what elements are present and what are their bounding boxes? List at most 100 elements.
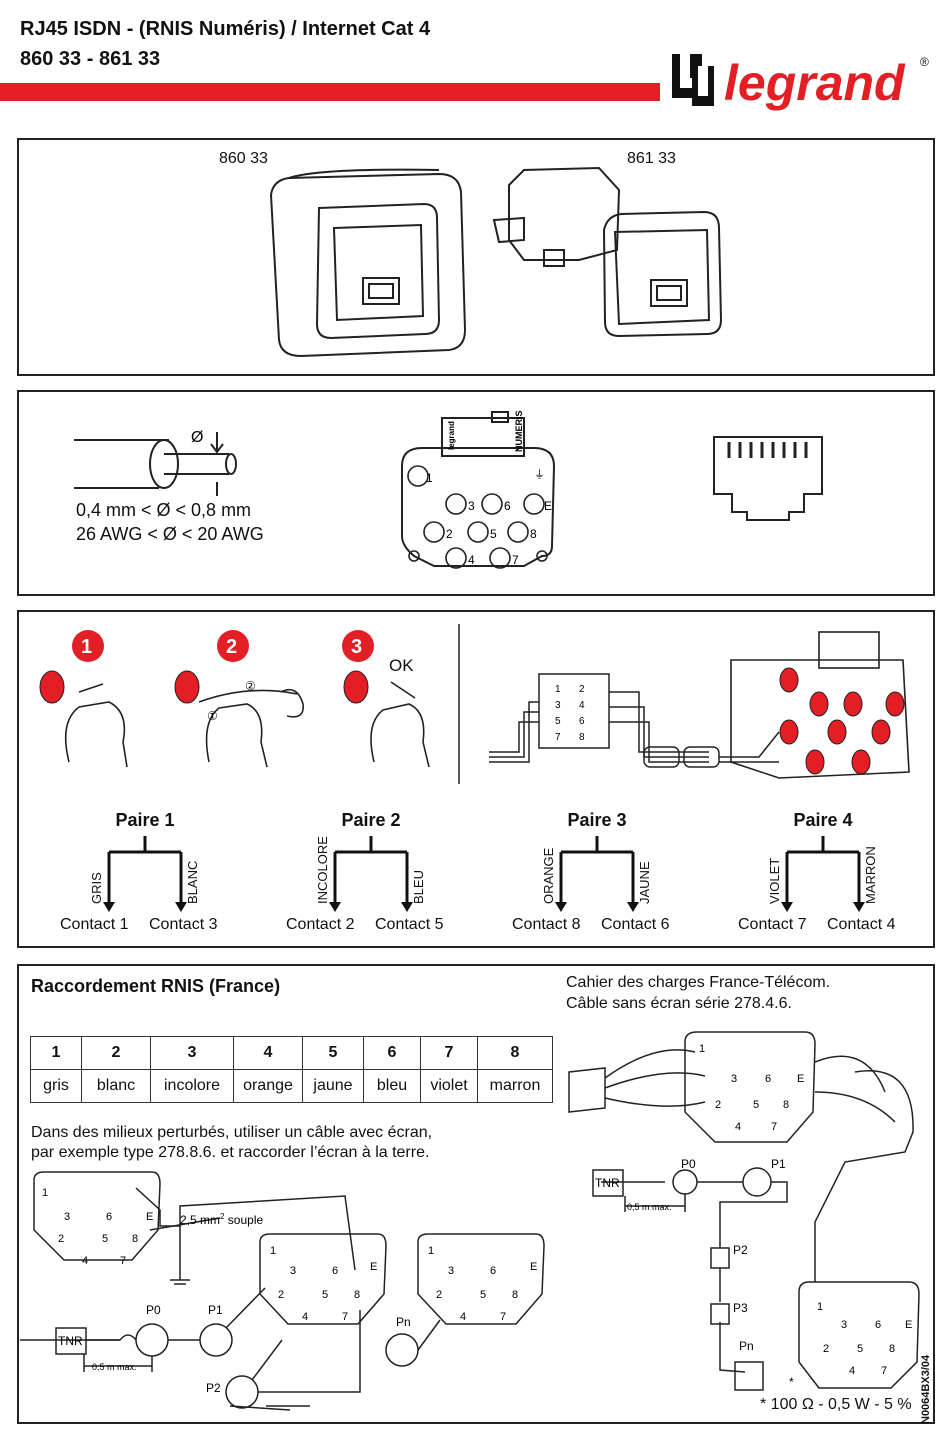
svg-text:4: 4: [468, 553, 475, 567]
resistor-asterisk: *: [789, 1375, 794, 1389]
pair-2-left-contact: Contact 2: [286, 916, 355, 933]
table-cell: jaune: [302, 1069, 364, 1103]
svg-text:8: 8: [354, 1289, 360, 1301]
svg-text:8: 8: [579, 732, 585, 743]
svg-text:4: 4: [82, 1255, 88, 1267]
table-header-cell: 4: [233, 1036, 303, 1070]
svg-text:E: E: [544, 499, 552, 513]
svg-text:6: 6: [490, 1265, 496, 1277]
legrand-logo: legrand ®: [672, 48, 942, 114]
accent-bar: [0, 83, 660, 101]
svg-text:3: 3: [555, 700, 561, 711]
table-header-cell: 8: [477, 1036, 553, 1070]
note-line-1: Dans des milieux perturbés, utiliser un …: [31, 1124, 433, 1141]
p1-label-2: P1: [771, 1157, 786, 1171]
svg-text:7: 7: [771, 1121, 777, 1133]
svg-text:①: ①: [207, 709, 218, 723]
svg-text:6: 6: [579, 716, 585, 727]
product-illustrations: [269, 166, 723, 358]
svg-text:8: 8: [889, 1343, 895, 1355]
ground-symbol: ⏚: [534, 468, 545, 481]
pair-4-right-contact: Contact 4: [827, 916, 896, 933]
svg-text:2: 2: [446, 527, 453, 541]
pair-3-left-contact: Contact 8: [512, 916, 581, 933]
table-header-cell: 1: [30, 1036, 82, 1070]
ref-861-33: 861 33: [627, 150, 676, 167]
rnis-heading: Raccordement RNIS (France): [31, 976, 281, 996]
step-2-badge: [217, 630, 249, 662]
resistor-note: * 100 Ω - 0,5 W - 5 %: [760, 1396, 912, 1413]
p2-label: P2: [206, 1381, 221, 1395]
step-1-badge: [72, 630, 104, 662]
note-line-2: par exemple type 278.8.6. et raccorder l…: [31, 1144, 430, 1161]
pair-2-title: Paire 2: [341, 810, 401, 830]
svg-text:8: 8: [512, 1289, 518, 1301]
distance-label-2: 0,5 m max.: [627, 1202, 672, 1212]
p0-label: P0: [146, 1303, 161, 1317]
svg-text:®: ®: [920, 55, 929, 69]
svg-text:5: 5: [322, 1289, 328, 1301]
document-title: RJ45 ISDN - (RNIS Numéris) / Internet Ca…: [20, 18, 431, 40]
svg-text:7: 7: [500, 1311, 506, 1323]
svg-text:6: 6: [875, 1319, 881, 1331]
table-cell: blanc: [81, 1069, 151, 1103]
svg-text:7: 7: [342, 1311, 348, 1323]
pair-4-left-contact: Contact 7: [738, 916, 807, 933]
svg-text:6: 6: [106, 1211, 112, 1223]
pn-label-2: Pn: [739, 1339, 754, 1353]
svg-text:E: E: [905, 1319, 912, 1331]
table-cell: orange: [233, 1069, 303, 1103]
spec-line-2: Câble sans écran série 278.4.6.: [566, 995, 792, 1012]
tnr-label-2: TNR: [595, 1176, 620, 1190]
numeris-label: NUMERIS: [514, 410, 524, 452]
svg-text:5: 5: [753, 1099, 759, 1111]
panel-specs: Ø 0,4 mm < Ø < 0,8 mm 26 AWG < Ø < 20 AW…: [17, 390, 935, 596]
svg-text:8: 8: [783, 1099, 789, 1111]
pair-4-title: Paire 4: [793, 810, 853, 830]
distance-label: 0,5 m max.: [92, 1362, 137, 1372]
svg-text:2: 2: [436, 1289, 442, 1301]
spec-mm: 0,4 mm < Ø < 0,8 mm: [76, 500, 252, 520]
pn-label: Pn: [396, 1315, 411, 1329]
svg-text:8: 8: [530, 527, 537, 541]
pair-2-left-color: INCOLORE: [315, 836, 330, 904]
tnr-label: TNR: [58, 1334, 83, 1348]
p0-label-2: P0: [681, 1157, 696, 1171]
svg-text:3: 3: [290, 1265, 296, 1277]
table-header-cell: 7: [420, 1036, 478, 1070]
panel-products: 860 33 861 33: [17, 138, 935, 376]
svg-text:3: 3: [468, 499, 475, 513]
svg-text:2: 2: [715, 1099, 721, 1111]
table-header-cell: 2: [81, 1036, 151, 1070]
svg-text:5: 5: [490, 527, 497, 541]
brand-small: legrand: [447, 421, 456, 450]
step-3-badge: [342, 630, 374, 662]
svg-text:E: E: [146, 1211, 153, 1223]
svg-text:8: 8: [132, 1233, 138, 1245]
svg-text:4: 4: [579, 700, 585, 711]
panel-rnis: [17, 964, 935, 1424]
pair-1-right-color: BLANC: [185, 860, 200, 904]
svg-text:7: 7: [555, 732, 561, 743]
diameter-symbol: Ø: [191, 429, 203, 446]
rj45-socket-icon: [713, 436, 823, 521]
svg-text:3: 3: [64, 1211, 70, 1223]
svg-text:6: 6: [332, 1265, 338, 1277]
connector-pinout: legrand NUMERIS ⏚ 1 3 6 E 2 5 8 4 7: [401, 410, 556, 569]
spec-awg: 26 AWG < Ø < 20 AWG: [76, 524, 264, 544]
svg-text:4: 4: [735, 1121, 741, 1133]
wire-section-label: 2,5 mm2 souple: [180, 1212, 263, 1227]
document-code: N0064BX3/04: [920, 1354, 932, 1424]
pair-2-right-contact: Contact 5: [375, 916, 444, 933]
pair-3-left-color: ORANGE: [541, 847, 556, 904]
table-header-cell: 5: [302, 1036, 364, 1070]
svg-text:1: 1: [426, 471, 433, 485]
table-row: gris blanc incolore orange jaune bleu vi…: [30, 1069, 553, 1103]
product-references: 860 33 - 861 33: [20, 48, 161, 70]
table-cell: gris: [30, 1069, 82, 1103]
svg-text:4: 4: [302, 1311, 308, 1323]
pair-1-title: Paire 1: [115, 810, 175, 830]
svg-text:2: 2: [823, 1343, 829, 1355]
svg-text:5: 5: [857, 1343, 863, 1355]
